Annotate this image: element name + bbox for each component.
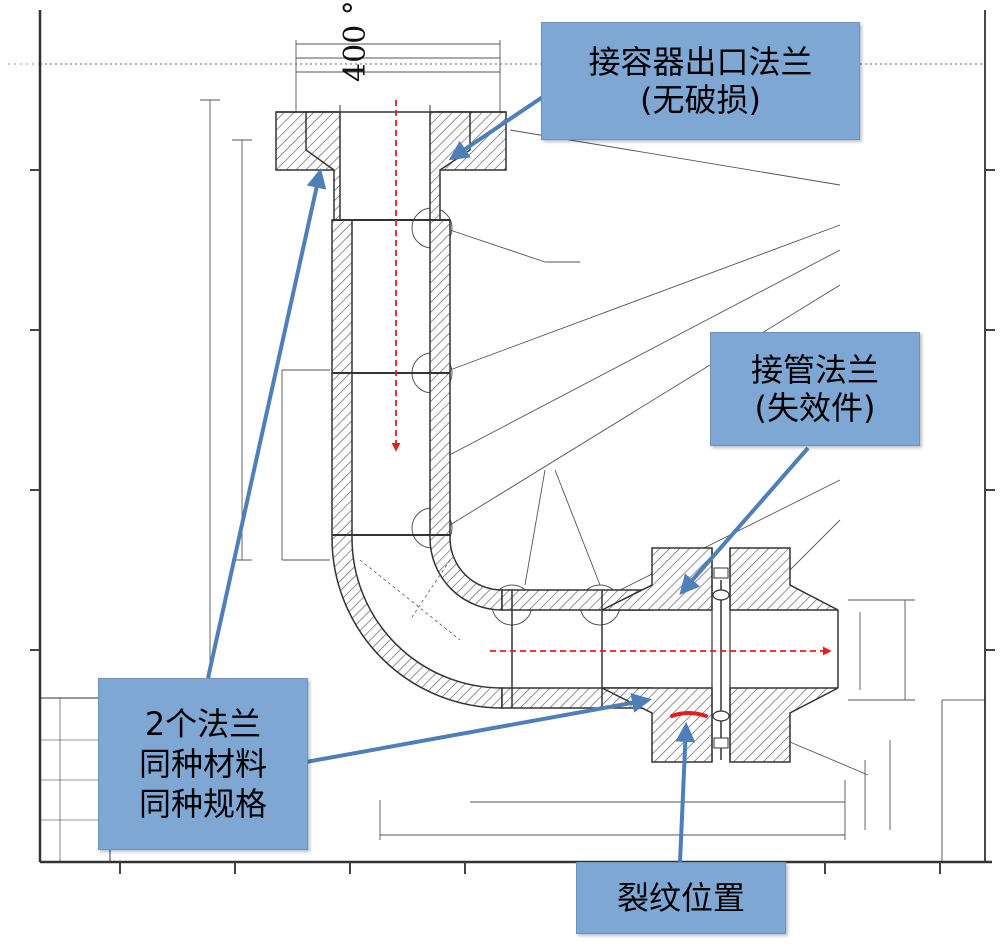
pipe-body (331, 219, 653, 709)
same-flanges-arrow-lower (305, 693, 652, 764)
nozzle-flanges (601, 547, 839, 763)
crack-location-callout: 裂纹位置 (576, 862, 786, 934)
nozzle-flange-arrow (679, 446, 810, 596)
crack-location-label: 裂纹位置 (616, 878, 745, 917)
outlet-flange-note: (无破损) (640, 81, 761, 119)
same-flanges-callout: 2个法兰 同种材料 同种规格 (98, 678, 308, 850)
nozzle-flange-callout: 接管法兰 (失效件) (710, 332, 920, 446)
outlet-flange (275, 105, 507, 221)
same-flanges-arrow-upper (206, 168, 327, 679)
same-flanges-count: 2个法兰 (144, 705, 262, 743)
same-flanges-spec: 同种规格 (138, 785, 267, 823)
outlet-flange-title: 接容器出口法兰 (588, 42, 813, 81)
outlet-flange-callout: 接容器出口法兰 (无破损) (541, 22, 860, 140)
outlet-flange-arrow (448, 90, 552, 161)
nozzle-flange-note: (失效件) (754, 389, 876, 427)
same-flanges-material: 同种材料 (138, 745, 267, 783)
crack-mark (670, 711, 708, 718)
crack-location-arrow (675, 722, 696, 863)
nozzle-flange-title: 接管法兰 (750, 350, 879, 389)
callout-arrows (206, 90, 810, 863)
grid-ticks (30, 169, 995, 874)
dimension-lines (200, 40, 915, 840)
flow-arrows (391, 100, 832, 656)
temperature-label: 400 °C (338, 0, 373, 82)
